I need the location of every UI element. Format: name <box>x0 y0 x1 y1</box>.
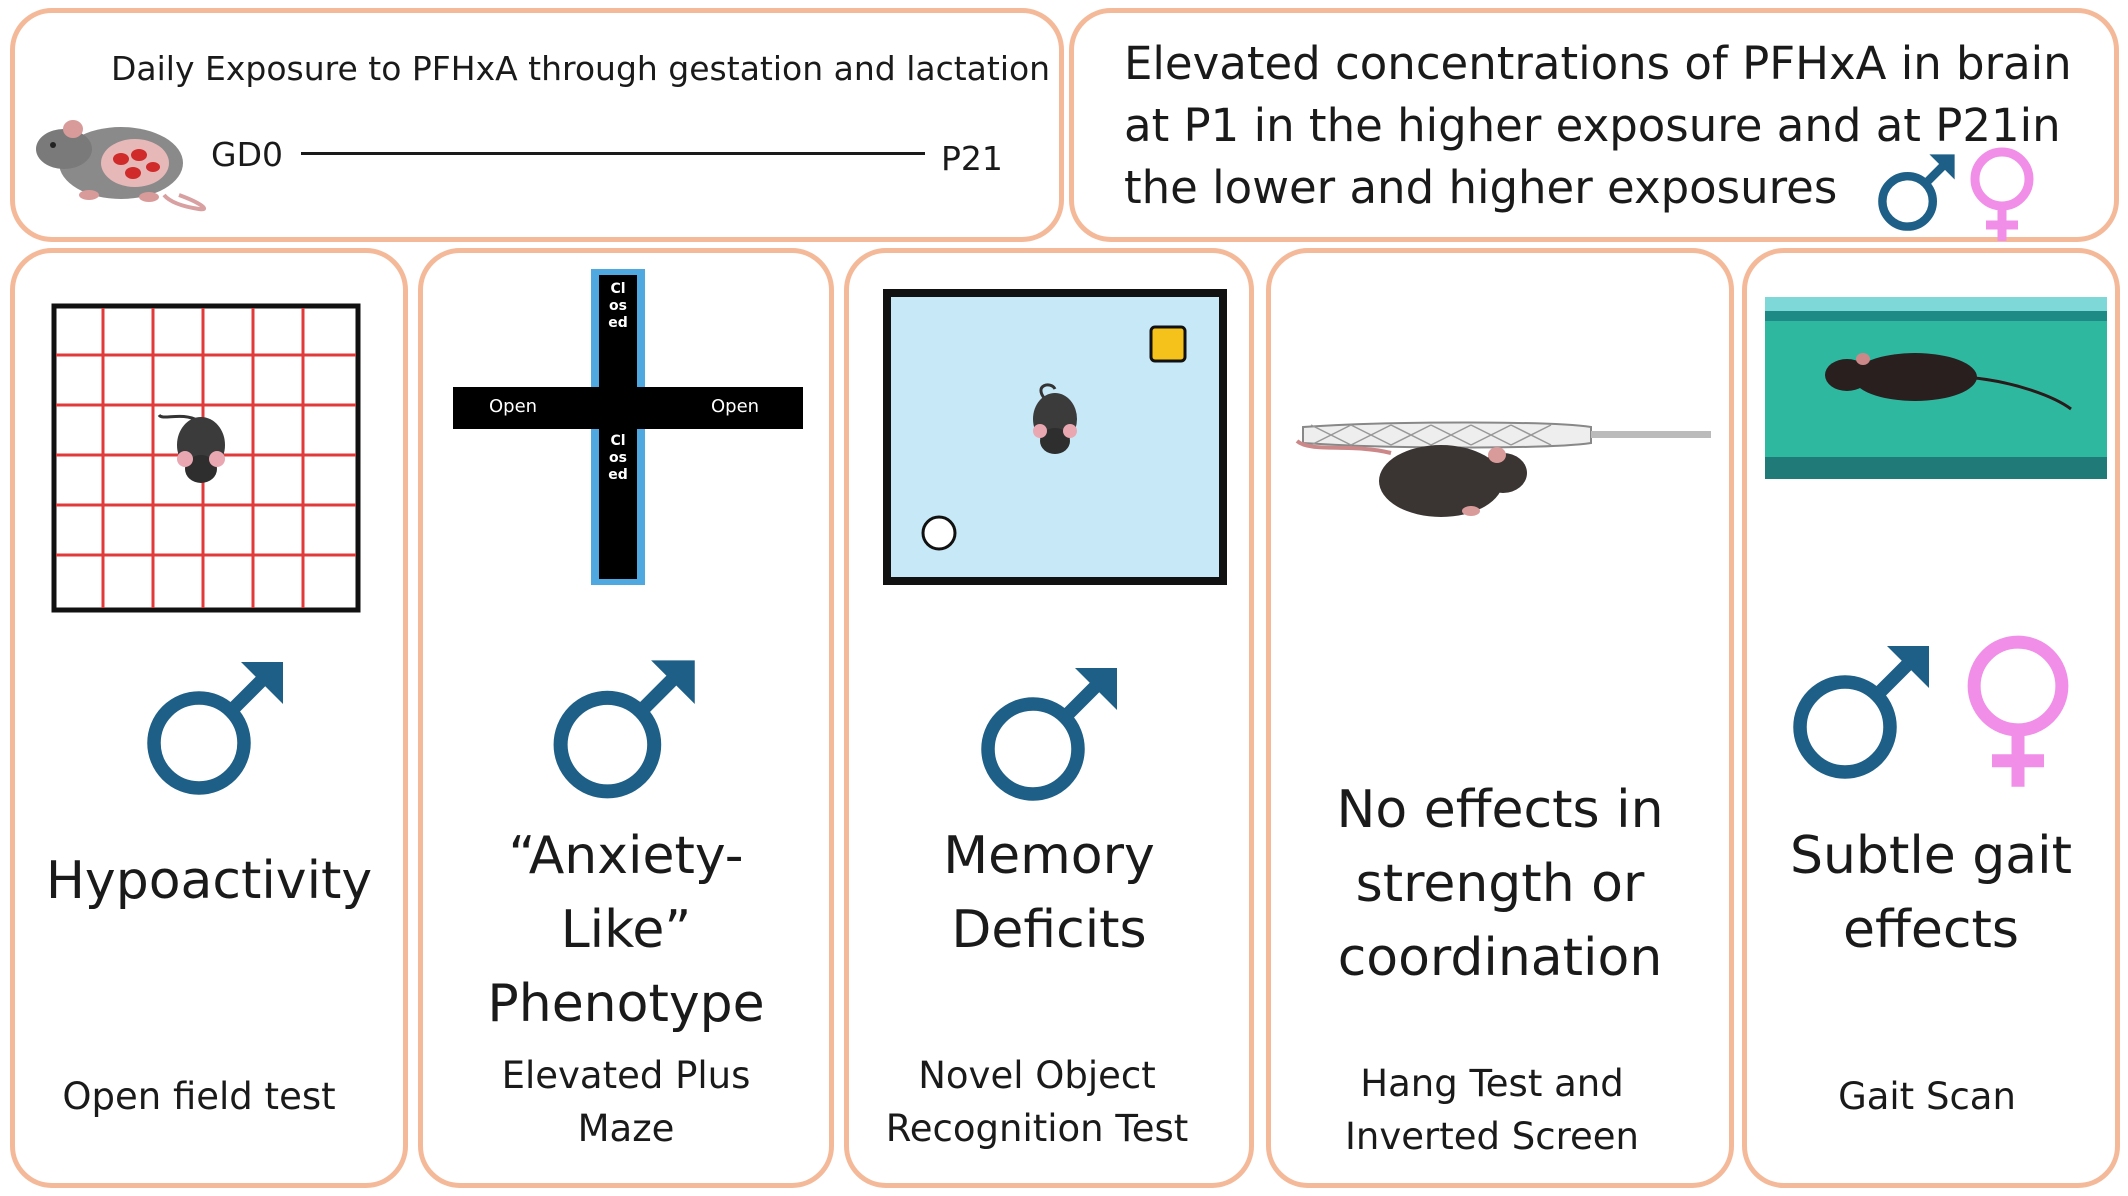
hang-test-illustration <box>1295 421 1711 517</box>
test-line: Recognition Test <box>885 1107 1189 1150</box>
result-subtle-gait: Subtle gait effects <box>1747 819 2115 967</box>
panel-novel-object: Memory Deficits Novel Object Recognition… <box>844 248 1254 1188</box>
test-line: Novel Object <box>918 1054 1156 1097</box>
gait-scan-photo <box>1765 297 2107 479</box>
test-line: Hang Test and <box>1360 1062 1624 1105</box>
female-symbol-icon <box>1970 147 2034 241</box>
male-symbol-icon <box>1878 154 1955 231</box>
result-line: Deficits <box>951 900 1147 960</box>
pregnant-mouse-illustration <box>36 120 207 212</box>
timeline-start-label: GD0 <box>211 135 283 174</box>
maze-open-arm <box>453 387 803 429</box>
brain-line-1: Elevated concentrations of PFHxA in brai… <box>1124 37 2072 90</box>
result-line: effects <box>1843 900 2019 960</box>
test-line: Inverted Screen <box>1345 1115 1639 1158</box>
exposure-title: Daily Exposure to PFHxA through gestatio… <box>111 49 1051 88</box>
test-line: Elevated Plus <box>501 1054 751 1097</box>
panel-hang-test: No effects in strength or coordination H… <box>1266 248 1734 1188</box>
result-line: Memory <box>943 826 1155 886</box>
result-line: Phenotype <box>487 974 765 1034</box>
test-open-field: Open field test <box>62 1075 336 1118</box>
female-symbol-icon <box>1967 635 2069 787</box>
maze-label-open-right: Open <box>711 396 760 417</box>
test-line: Maze <box>577 1107 675 1150</box>
result-line: coordination <box>1337 928 1663 988</box>
result-memory-deficits: Memory Deficits <box>849 819 1249 967</box>
result-line: “Anxiety- <box>508 826 744 886</box>
test-novel-object-recognition: Novel Object Recognition Test <box>837 1049 1237 1155</box>
brain-line-3: the lower and higher exposures <box>1124 161 1838 214</box>
maze-label-closed-top: Closed <box>608 281 628 331</box>
exposure-box: Daily Exposure to PFHxA through gestatio… <box>10 8 1064 242</box>
timeline-line <box>301 152 925 155</box>
test-elevated-plus-maze: Elevated Plus Maze <box>423 1049 829 1155</box>
novel-object-arena-illustration <box>883 289 1227 585</box>
male-symbol-icon <box>1793 646 1929 779</box>
result-line: strength or <box>1355 854 1645 914</box>
result-no-effects: No effects in strength or coordination <box>1271 773 1729 995</box>
brain-line-2: at P1 in the higher exposure and at P21i… <box>1124 99 2061 152</box>
result-line: No effects in <box>1336 780 1664 840</box>
male-symbol-icon <box>981 668 1117 801</box>
male-symbol-icon <box>553 660 695 799</box>
brain-concentration-text: Elevated concentrations of PFHxA in brai… <box>1124 33 2072 219</box>
maze-label-closed-bottom: Closed <box>608 433 628 483</box>
brain-concentration-box: Elevated concentrations of PFHxA in brai… <box>1069 8 2119 242</box>
maze-label-open-left: Open <box>489 396 538 417</box>
timeline-end-label: P21 <box>941 139 1003 178</box>
open-field-grid-illustration <box>51 303 361 613</box>
result-line: Subtle gait <box>1789 826 2073 886</box>
test-gait-scan: Gait Scan <box>1838 1075 2016 1118</box>
male-symbol-icon <box>147 662 283 795</box>
panel-gait-scan: Subtle gait effects Gait Scan <box>1742 248 2120 1188</box>
result-line: Like” <box>560 900 692 960</box>
result-hypoactivity: Hypoactivity <box>45 851 373 911</box>
test-hang-inverted-screen: Hang Test and Inverted Screen <box>1263 1057 1721 1163</box>
panel-open-field: Hypoactivity Open field test <box>10 248 408 1188</box>
result-anxiety-like-phenotype: “Anxiety- Like” Phenotype <box>423 819 829 1041</box>
panel-elevated-plus-maze: Open Open Closed Closed “Anxiety- Like” … <box>418 248 834 1188</box>
